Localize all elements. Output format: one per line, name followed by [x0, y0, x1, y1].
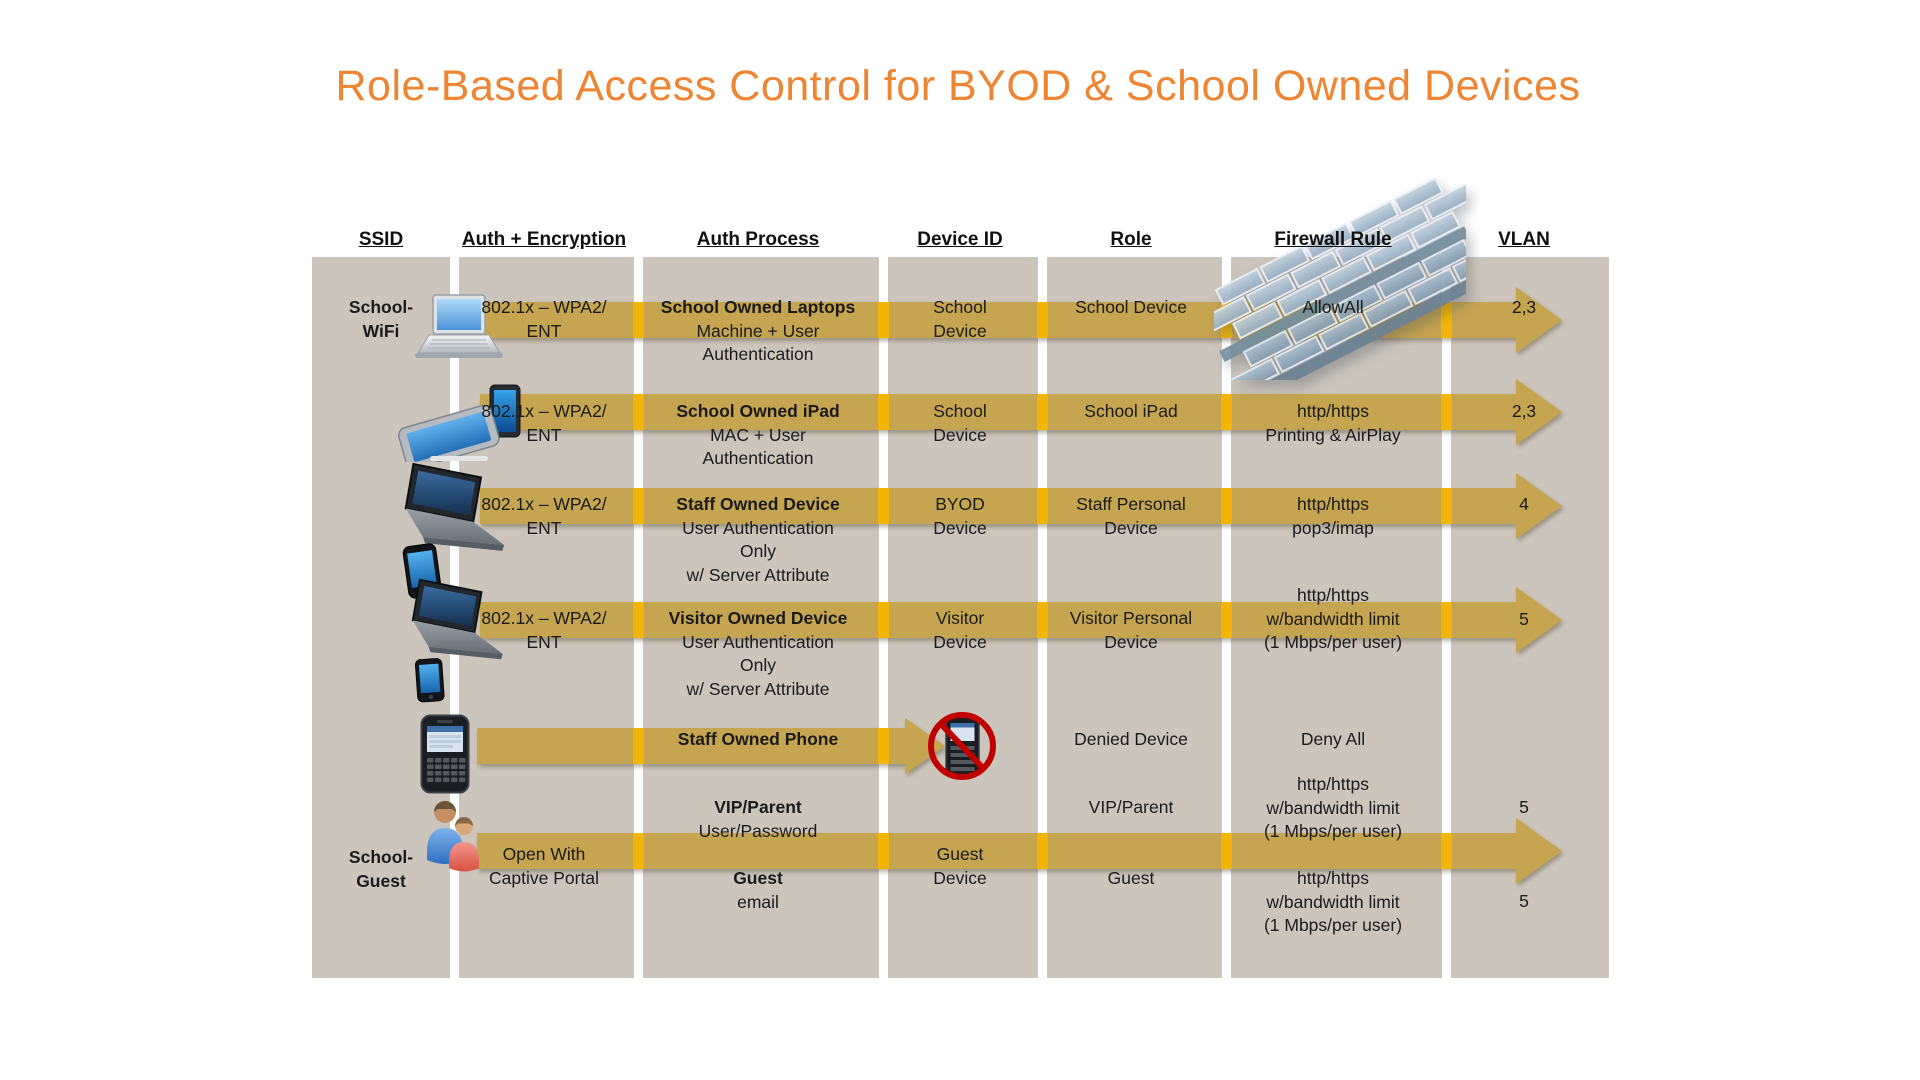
school-laptops-vlan: 2,3	[1511, 297, 1537, 317]
school-laptops-role: School Device	[1075, 297, 1187, 317]
guest-guest-auth-process: Guest email	[733, 868, 783, 912]
laptop-icon	[415, 294, 503, 358]
guest-vip-auth-process: VIP/Parent User/Password	[698, 797, 818, 841]
ssid-school-guest-label: School-Guest	[348, 847, 414, 891]
guest-vip-vlan: 5	[1519, 797, 1529, 817]
column-header-vlan: VLAN	[1498, 229, 1550, 250]
staff-device-vlan: 4	[1519, 494, 1529, 514]
guest-guest-vlan: 5	[1519, 891, 1529, 911]
school-ipad-role: School iPad	[1084, 401, 1178, 421]
guest-guest-role: Guest	[1107, 868, 1155, 888]
ssid-school-wifi-label: School-WiFi	[348, 297, 414, 341]
column-header-role: Role	[1110, 229, 1152, 250]
guest-users-icon	[427, 801, 479, 872]
page-title: Role-Based Access Control for BYOD & Sch…	[335, 62, 1581, 110]
school-ipad-auth-encryption: 802.1x – WPA2/ENT	[481, 401, 607, 445]
column-header-device-id: Device ID	[917, 229, 1003, 250]
visitor-device-auth-process: Visitor Owned Device User Authentication…	[668, 608, 848, 699]
firewall-brick-wall-icon	[1214, 176, 1466, 380]
column-header-ssid: SSID	[358, 229, 404, 250]
tablet-icon	[398, 384, 521, 462]
school-laptops-auth-encryption: 802.1x – WPA2/ENT	[481, 297, 607, 341]
staff-phone-auth-process: Staff Owned Phone	[677, 729, 839, 749]
column-header-auth-encryption: Auth + Encryption	[461, 229, 627, 250]
visitor-device-auth-encryption: 802.1x – WPA2/ENT	[481, 608, 607, 652]
school-ipad-vlan: 2,3	[1511, 401, 1537, 421]
staff-phone-firewall: Deny All	[1300, 729, 1366, 749]
blackberry-phone-icon	[420, 714, 470, 794]
staff-phone-role: Denied Device	[1074, 729, 1188, 749]
visitor-device-vlan: 5	[1519, 609, 1529, 629]
staff-device-auth-encryption: 802.1x – WPA2/ENT	[481, 494, 607, 538]
school-laptops-firewall: AllowAll	[1302, 297, 1364, 317]
laptop-and-phone-icon	[411, 578, 503, 703]
column-header-firewall-rule: Firewall Rule	[1274, 229, 1392, 250]
guest-vip-role: VIP/Parent	[1088, 797, 1174, 817]
column-header-auth-process: Auth Process	[696, 229, 820, 250]
denied-phone-icon	[928, 712, 996, 780]
